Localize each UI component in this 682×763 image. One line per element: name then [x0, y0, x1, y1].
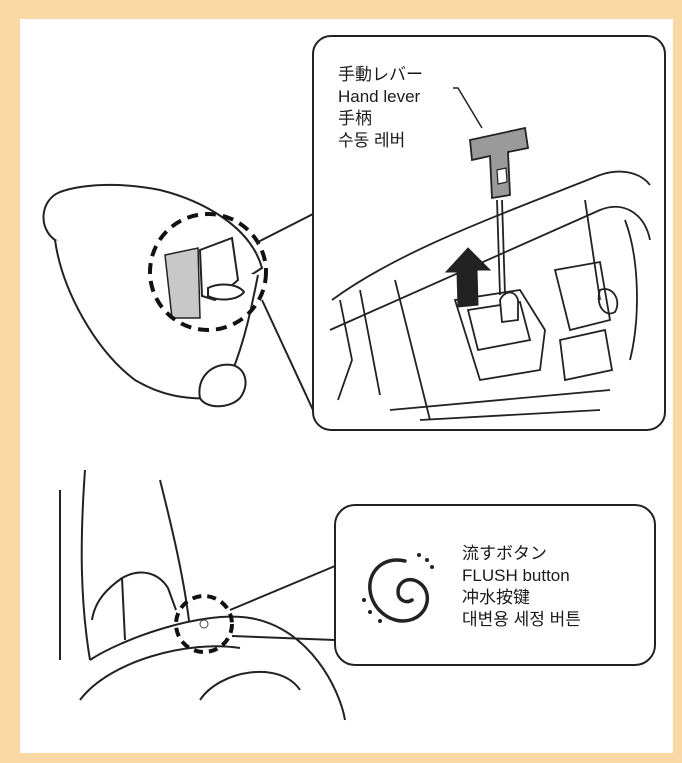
flush-button-label-ja: 流すボタン	[462, 544, 547, 563]
flush-button-label-group: 流すボタン FLUSH button 冲水按键 대변용 세정 버튼	[462, 543, 581, 631]
flush-button-callout-box	[334, 504, 656, 666]
up-arrow-icon	[444, 247, 492, 308]
hand-lever-label-ko: 수동 레버	[338, 131, 406, 150]
hand-lever-callout-box	[312, 35, 666, 431]
flush-button-label-en: FLUSH button	[462, 566, 570, 585]
flush-button-label-ko: 대변용 세정 버튼	[462, 610, 581, 629]
toilet-bottom-illustration	[59, 469, 346, 721]
hand-lever-label-en: Hand lever	[338, 87, 421, 106]
toilet-top-illustration	[42, 183, 314, 411]
hand-lever-label-group: 手動レバー Hand lever 手柄 수동 레버	[338, 64, 423, 152]
hand-lever-label-zh: 手柄	[338, 109, 372, 128]
hand-lever-shape	[469, 126, 530, 200]
flush-swirl-icon	[362, 553, 434, 623]
flush-button-label-zh: 冲水按键	[462, 588, 530, 607]
hand-lever-label-ja: 手動レバー	[338, 65, 423, 84]
